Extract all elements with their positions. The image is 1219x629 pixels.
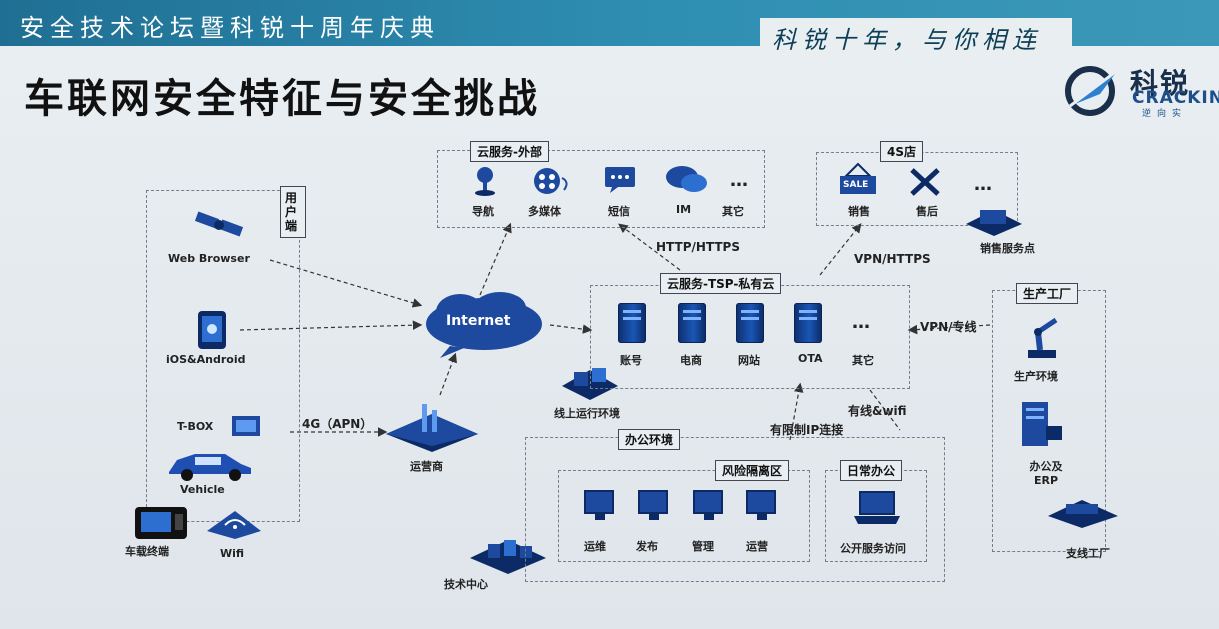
ecommerce-label: 电商 <box>680 354 702 367</box>
web-browser-label: Web Browser <box>168 252 250 265</box>
ops-computer-icon <box>584 490 614 520</box>
server-ecommerce-icon <box>678 303 706 343</box>
manage-computer-icon <box>693 490 723 520</box>
logo-sub-text: 逆向实 <box>1142 109 1188 119</box>
im-chat-icon <box>666 166 707 192</box>
cloud-external-other-label: 其它 <box>722 205 744 218</box>
tech-center-label: 技术中心 <box>444 578 488 591</box>
release-label: 发布 <box>636 540 658 553</box>
sales-label: 销售 <box>848 205 870 218</box>
vpn-line-link-label: VPN/专线 <box>920 320 977 334</box>
navigation-pin-icon <box>475 167 495 196</box>
tech-center-icon <box>470 540 546 574</box>
office-env-group <box>525 437 945 582</box>
slogan: 科锐十年，与你相连 <box>760 18 1072 57</box>
cloud-private-ellipsis: … <box>852 312 870 333</box>
http-link-label: HTTP/HTTPS <box>656 240 740 254</box>
website-label: 网站 <box>738 354 760 367</box>
slide-title: 车联网安全特征与安全挑战 <box>24 76 540 122</box>
cloud-private-title: 云服务-TSP-私有云 <box>660 273 782 294</box>
branch-factory-icon <box>1048 500 1118 528</box>
cloud-private-other-label: 其它 <box>852 354 874 367</box>
service-point-icon <box>966 210 1022 236</box>
vehicle-label: Vehicle <box>180 483 225 496</box>
ota-label: OTA <box>798 352 823 365</box>
factory-title: 生产工厂 <box>1016 283 1079 304</box>
apn-link-label: 4G（APN） <box>302 417 373 431</box>
robot-arm-icon <box>1028 317 1058 358</box>
manage-label: 管理 <box>692 540 714 553</box>
navigation-label: 导航 <box>472 205 494 218</box>
erp-server-icon <box>1022 402 1062 446</box>
store-4s-ellipsis: … <box>974 174 992 195</box>
limited-ip-link-label: 有限制IP连接 <box>770 423 844 437</box>
office-env-title: 办公环境 <box>618 429 681 450</box>
logo-emblem-icon <box>1065 66 1119 116</box>
logo-en-text: CRACKIN <box>1132 88 1219 108</box>
production-env-label: 生产环境 <box>1014 370 1058 383</box>
tbox-icon <box>232 416 260 436</box>
public-service-label: 公开服务访问 <box>840 542 906 555</box>
internet-label: Internet <box>446 313 511 329</box>
crackin-logo: 科锐 CRACKIN 逆向实 <box>1060 64 1219 119</box>
tbox-label: T-BOX <box>177 420 214 433</box>
office-erp-label: 办公及ERP <box>1029 460 1063 487</box>
isolation-zone-group <box>558 470 810 562</box>
sms-label: 短信 <box>608 205 630 218</box>
server-ota-icon <box>794 303 822 343</box>
sms-icon <box>605 167 635 193</box>
multimedia-icon <box>534 168 568 194</box>
cloud-external-ellipsis: … <box>730 170 748 191</box>
internet-cloud-icon <box>426 292 542 358</box>
wired-wifi-link-label: 有线&wifi <box>848 404 907 418</box>
after-sales-label: 售后 <box>916 205 938 218</box>
operations-computer-icon <box>746 490 776 520</box>
release-computer-icon <box>638 490 668 520</box>
ops-label: 运维 <box>584 540 606 553</box>
logo-cn-text: 科锐 <box>1130 67 1191 100</box>
laptop-icon <box>854 491 900 524</box>
service-point-label: 销售服务点 <box>980 242 1035 255</box>
sale-sign-icon <box>840 162 876 194</box>
operations-label: 运营 <box>746 540 768 553</box>
operator-icon <box>386 404 478 452</box>
multimedia-label: 多媒体 <box>528 205 561 218</box>
im-label: IM <box>676 203 692 216</box>
daily-office-title: 日常办公 <box>840 460 903 481</box>
event-title: 安全技术论坛暨科锐十周年庆典 <box>20 14 440 42</box>
cloud-external-title: 云服务-外部 <box>470 141 549 162</box>
vehicle-terminal-label: 车载终端 <box>125 545 169 558</box>
server-account-icon <box>618 303 646 343</box>
mobile-phone-icon <box>198 311 226 349</box>
cloud-external-group <box>437 150 765 228</box>
wifi-label: Wifi <box>220 547 245 560</box>
vehicle-icon <box>169 454 251 481</box>
vpn-https-link-label: VPN/HTTPS <box>854 252 931 266</box>
ios-android-label: iOS&Android <box>166 353 246 366</box>
store-4s-title: 4S店 <box>880 141 923 162</box>
tools-icon <box>910 168 940 196</box>
online-env-label: 线上运行环境 <box>554 407 620 420</box>
vehicle-terminal-icon <box>135 507 187 539</box>
wifi-icon <box>207 511 261 539</box>
satellite-icon <box>194 211 244 237</box>
isolation-zone-title: 风险隔离区 <box>715 460 790 481</box>
sale-sign-text: SALE <box>843 180 869 190</box>
branch-factory-label: 支线工厂 <box>1066 547 1110 560</box>
server-website-icon <box>736 303 764 343</box>
user-end-title: 用户端 <box>280 186 306 238</box>
account-label: 账号 <box>620 354 642 367</box>
operator-label: 运营商 <box>410 460 443 473</box>
